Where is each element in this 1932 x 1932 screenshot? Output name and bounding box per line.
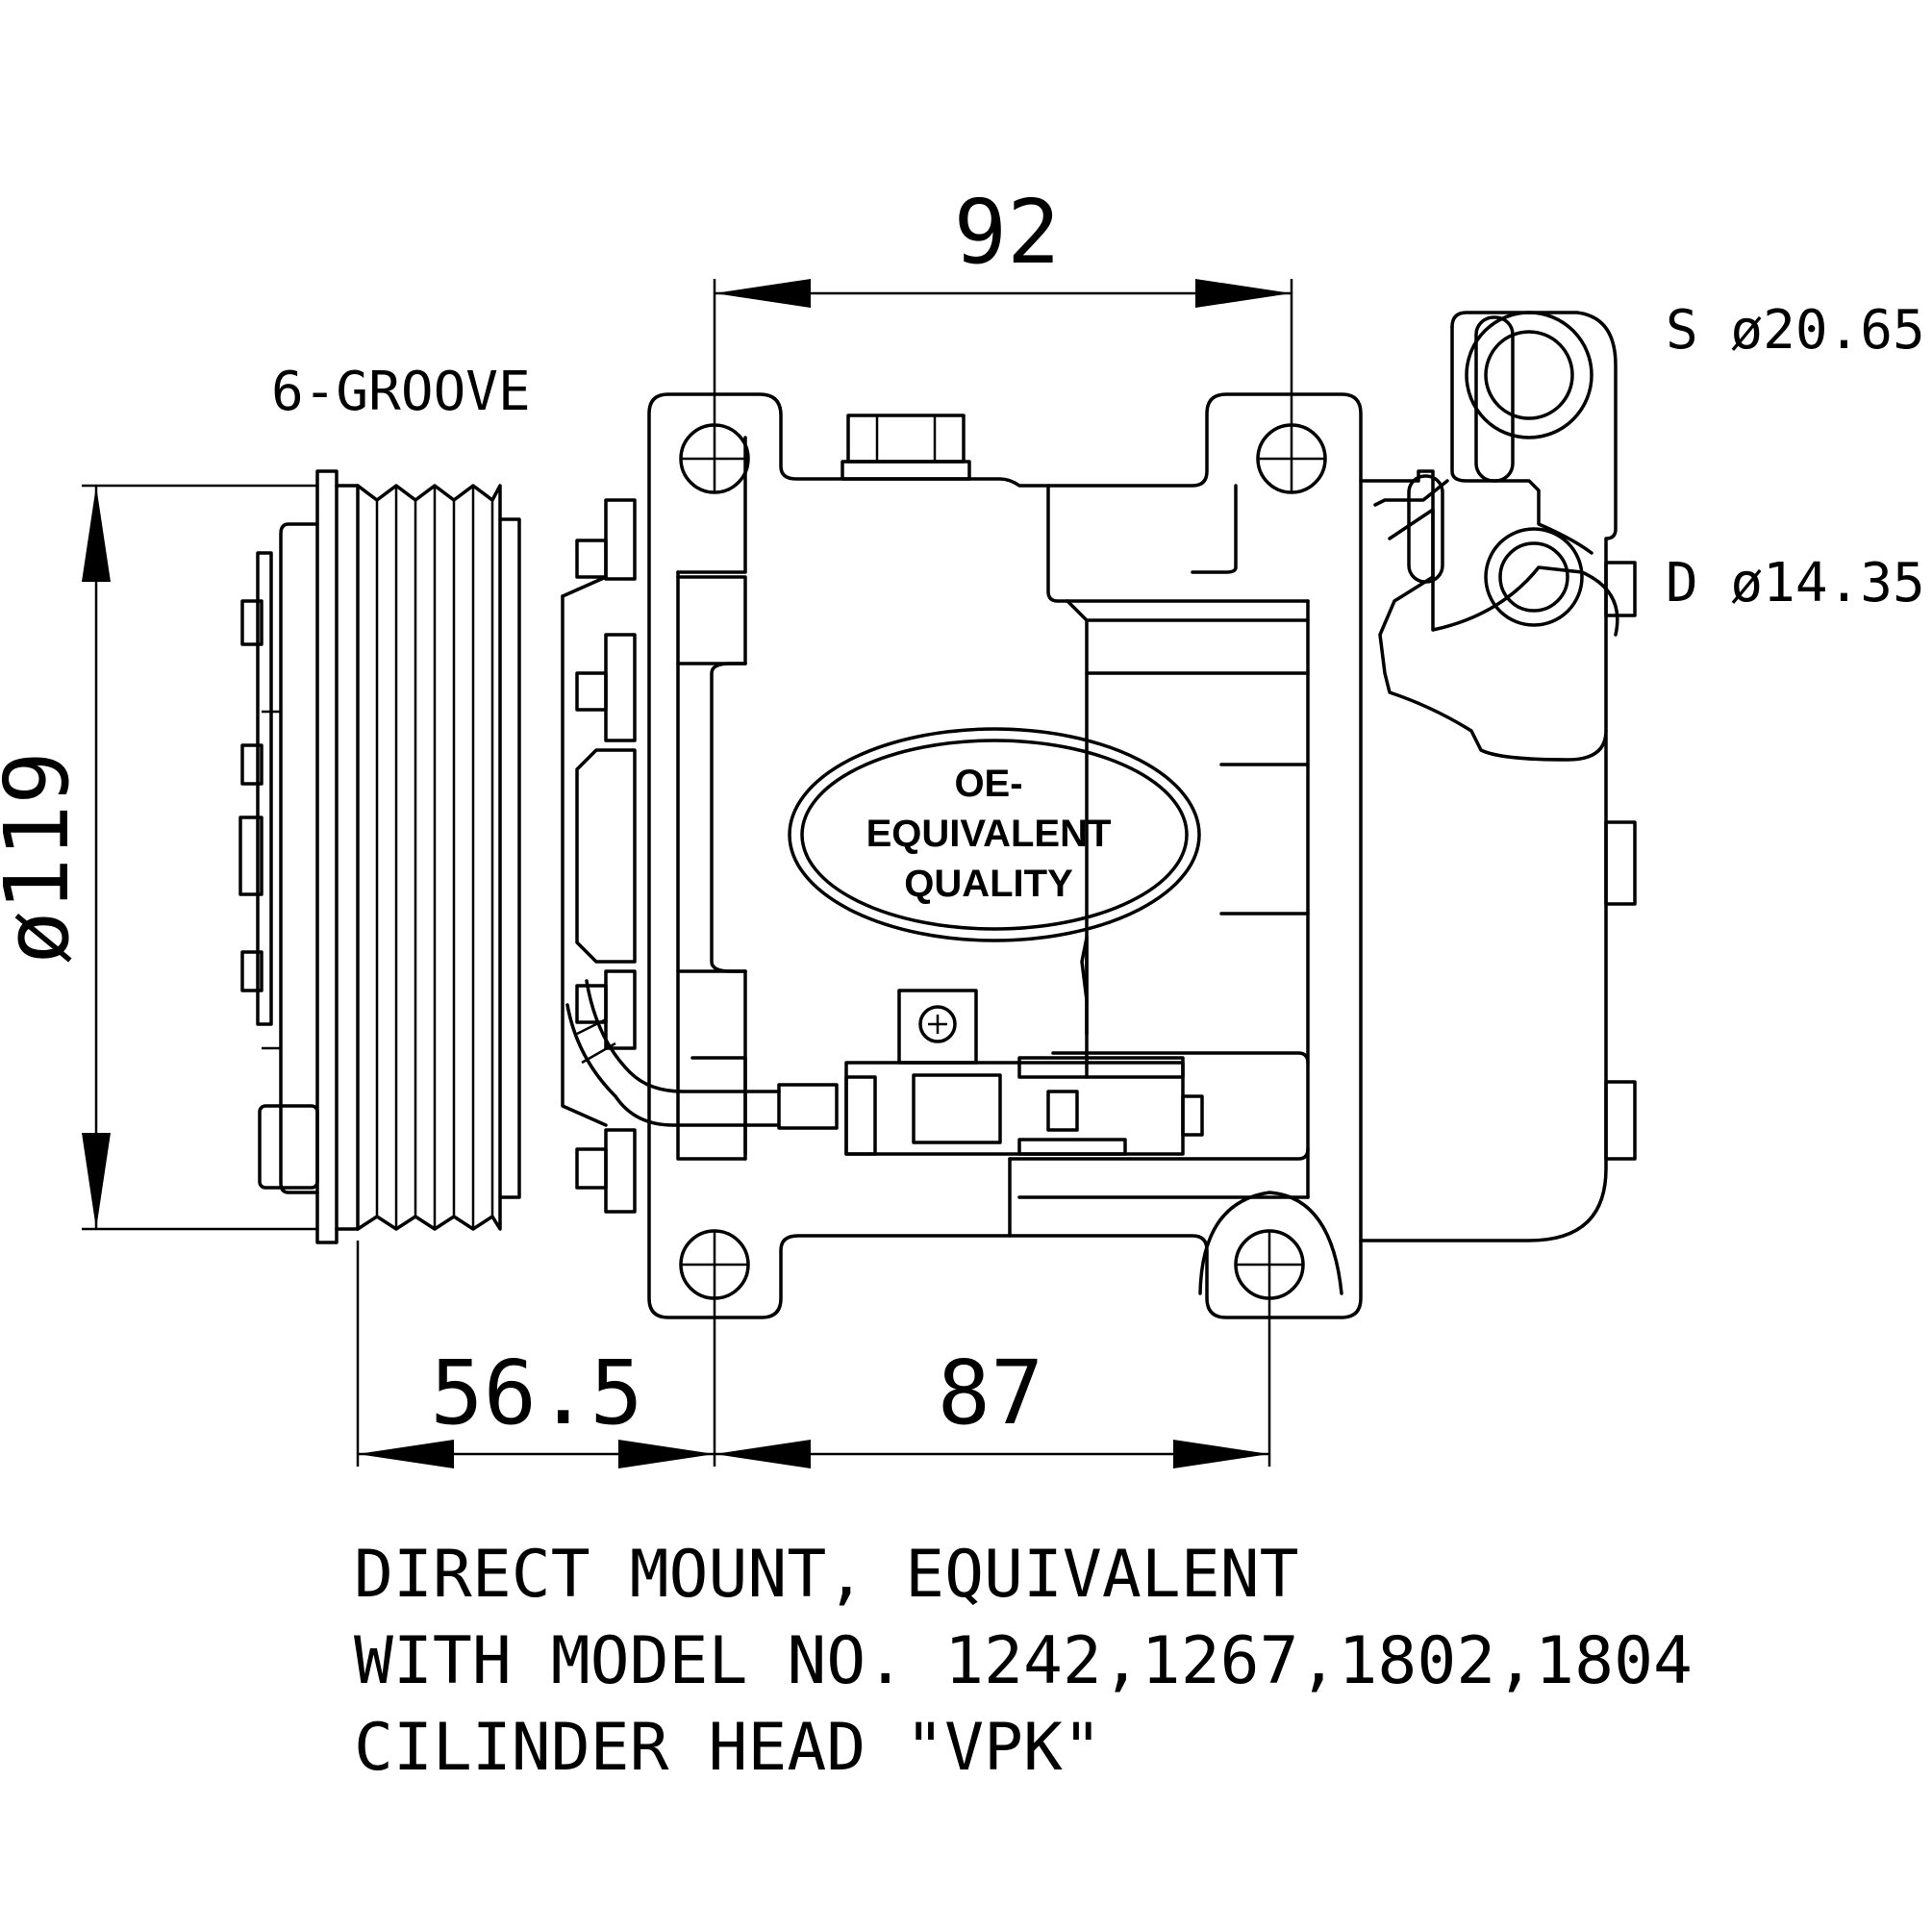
badge-line-2: EQUIVALENT — [866, 813, 1112, 855]
notes: DIRECT MOUNT, EQUIVALENT WITH MODEL NO. … — [354, 1537, 1693, 1786]
note-line-2: WITH MODEL NO. 1242,1267,1802,1804 — [354, 1623, 1693, 1699]
front-bolts — [561, 498, 637, 1214]
electrical-connector — [565, 936, 1204, 1156]
compressor-body — [647, 392, 1363, 1319]
discharge-port-label: D ø14.35 — [1666, 552, 1925, 615]
hole-centerlines — [681, 457, 1325, 1467]
suction-port-label: S ø20.65 — [1666, 299, 1925, 362]
note-line-1: DIRECT MOUNT, EQUIVALENT — [354, 1537, 1299, 1613]
dimension-top-width-label: 92 — [954, 181, 1061, 284]
groove-label: 6-GROOVE — [271, 361, 531, 423]
pulley-grooves — [356, 484, 502, 1231]
pulley — [238, 469, 521, 1244]
dimension-pulley-offset-label: 56.5 — [430, 1342, 643, 1444]
dimension-bottom: 56.5 87 — [356, 1241, 1269, 1468]
badge-line-3: QUALITY — [904, 863, 1073, 905]
badge-line-1: OE- — [954, 763, 1022, 805]
dimension-pulley-diameter-label: ø119 — [0, 751, 88, 965]
note-line-3: CILINDER HEAD "VPK" — [354, 1710, 1102, 1786]
dimension-bottom-width-label: 87 — [938, 1342, 1044, 1444]
rear-head — [1359, 311, 1637, 1242]
dimension-top-width: 92 — [713, 181, 1293, 492]
dimension-pulley-diameter: ø119 — [0, 484, 317, 1231]
oe-equivalent-badge: OE- EQUIVALENT QUALITY — [788, 727, 1201, 942]
